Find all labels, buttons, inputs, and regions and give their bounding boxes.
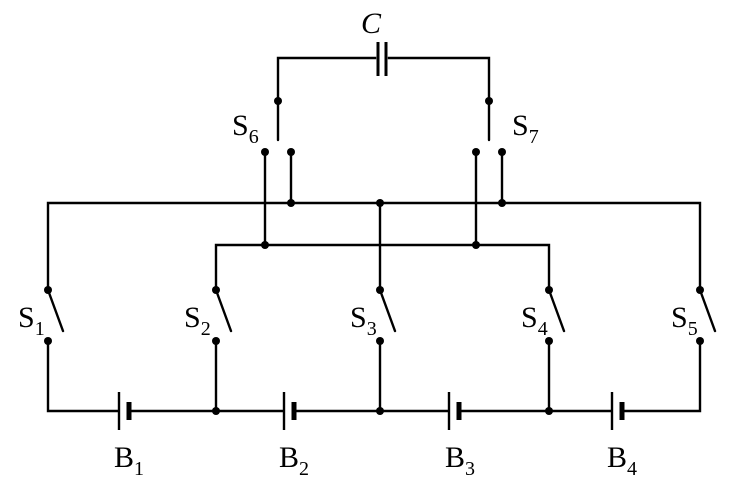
bottom-rail bbox=[46, 339, 702, 415]
switch-label-s3: S3 bbox=[350, 301, 377, 340]
battery-label-b3: B3 bbox=[445, 441, 475, 480]
capacitor-c bbox=[276, 42, 491, 103]
switch-label-s1: S1 bbox=[18, 301, 45, 340]
battery-b2 bbox=[282, 392, 297, 430]
switch-s6 bbox=[261, 97, 295, 156]
switch-s1 bbox=[44, 286, 65, 345]
switch-s3 bbox=[376, 286, 397, 345]
switch-s4 bbox=[545, 286, 566, 345]
battery-label-b2: B2 bbox=[279, 441, 309, 480]
upper-bus bbox=[46, 150, 702, 292]
battery-label-b4: B4 bbox=[607, 441, 637, 480]
battery-b4 bbox=[610, 392, 625, 430]
lower-bus bbox=[214, 150, 551, 292]
battery-label-b1: B1 bbox=[114, 441, 144, 480]
switch-label-s4: S4 bbox=[521, 301, 548, 340]
switch-label-s6: S6 bbox=[232, 109, 259, 148]
switch-s2 bbox=[212, 286, 233, 345]
switch-s7 bbox=[472, 97, 506, 156]
battery-b3 bbox=[447, 392, 462, 430]
switch-label-s5: S5 bbox=[671, 301, 698, 340]
capacitor-label: C bbox=[361, 7, 382, 40]
switch-label-s7: S7 bbox=[512, 109, 539, 148]
switch-s5 bbox=[696, 286, 717, 345]
switch-label-s2: S2 bbox=[184, 301, 211, 340]
battery-b1 bbox=[117, 392, 132, 430]
